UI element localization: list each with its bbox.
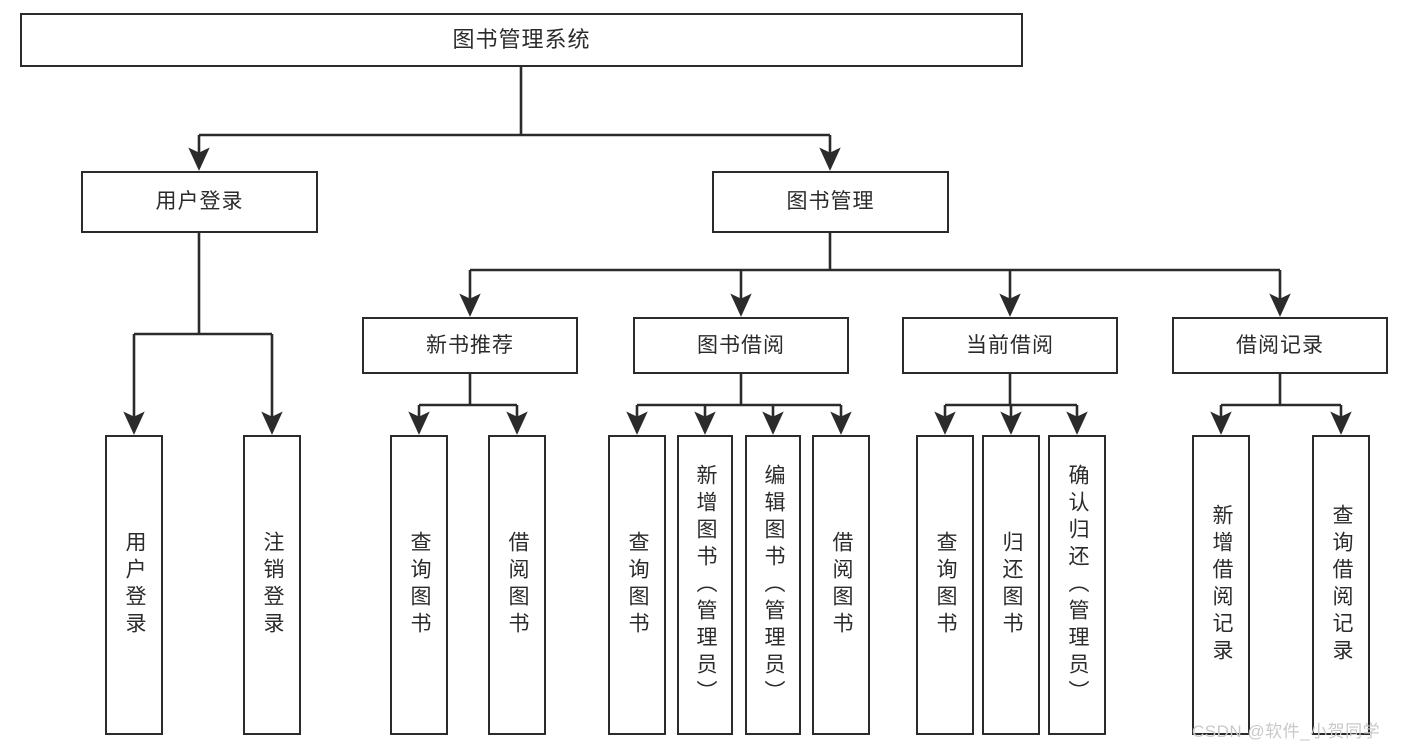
node-leaf-cb-return-book[interactable]: 归还图书 xyxy=(982,435,1040,735)
node-root-system[interactable]: 图书管理系统 xyxy=(20,13,1023,67)
node-leaf-bb-borrow-book[interactable]: 借阅图书 xyxy=(812,435,870,735)
node-label: 查询图书 xyxy=(408,531,431,639)
node-label: 当前借阅 xyxy=(966,333,1054,357)
node-leaf-user-logout[interactable]: 注销登录 xyxy=(243,435,301,735)
node-leaf-user-login-do[interactable]: 用户登录 xyxy=(105,435,163,735)
node-leaf-bb-query-book[interactable]: 查询图书 xyxy=(608,435,666,735)
node-leaf-bb-add-book[interactable]: 新增图书（管理员） xyxy=(677,435,733,735)
node-label: 图书管理系统 xyxy=(452,26,591,52)
node-new-book-recommend[interactable]: 新书推荐 xyxy=(362,317,578,374)
node-label: 新增借阅记录 xyxy=(1210,504,1233,666)
node-label: 图书借阅 xyxy=(697,333,785,357)
node-label: 借阅图书 xyxy=(830,531,853,639)
node-leaf-bb-edit-book[interactable]: 编辑图书（管理员） xyxy=(745,435,801,735)
node-user-login[interactable]: 用户登录 xyxy=(81,171,318,233)
node-leaf-cb-confirm-return[interactable]: 确认归还（管理员） xyxy=(1048,435,1106,735)
node-label: 查询借阅记录 xyxy=(1330,504,1353,666)
node-label: 查询图书 xyxy=(626,531,649,639)
node-leaf-br-query-record[interactable]: 查询借阅记录 xyxy=(1312,435,1370,735)
node-label: 新书推荐 xyxy=(426,333,514,357)
node-label: 查询图书 xyxy=(934,531,957,639)
node-label: 图书管理 xyxy=(786,190,875,214)
node-label: 归还图书 xyxy=(1000,531,1023,639)
node-label: 用户登录 xyxy=(155,190,244,214)
node-current-borrow[interactable]: 当前借阅 xyxy=(902,317,1118,374)
node-leaf-nbr-query-book[interactable]: 查询图书 xyxy=(390,435,448,735)
node-leaf-br-add-record[interactable]: 新增借阅记录 xyxy=(1192,435,1250,735)
node-label: 确认归还（管理员） xyxy=(1066,463,1089,707)
csdn-watermark: CSDN @软件_小贺同学 xyxy=(1192,722,1381,741)
node-leaf-cb-query-book[interactable]: 查询图书 xyxy=(916,435,974,735)
node-leaf-nbr-borrow-book[interactable]: 借阅图书 xyxy=(488,435,546,735)
node-label: 注销登录 xyxy=(261,531,284,639)
node-book-borrow[interactable]: 图书借阅 xyxy=(633,317,849,374)
node-label: 新增图书（管理员） xyxy=(694,463,717,707)
node-borrow-record[interactable]: 借阅记录 xyxy=(1172,317,1388,374)
node-label: 用户登录 xyxy=(123,531,146,639)
node-book-manage[interactable]: 图书管理 xyxy=(712,171,949,233)
node-label: 借阅图书 xyxy=(506,531,529,639)
node-label: 编辑图书（管理员） xyxy=(762,463,785,707)
node-label: 借阅记录 xyxy=(1236,333,1324,357)
